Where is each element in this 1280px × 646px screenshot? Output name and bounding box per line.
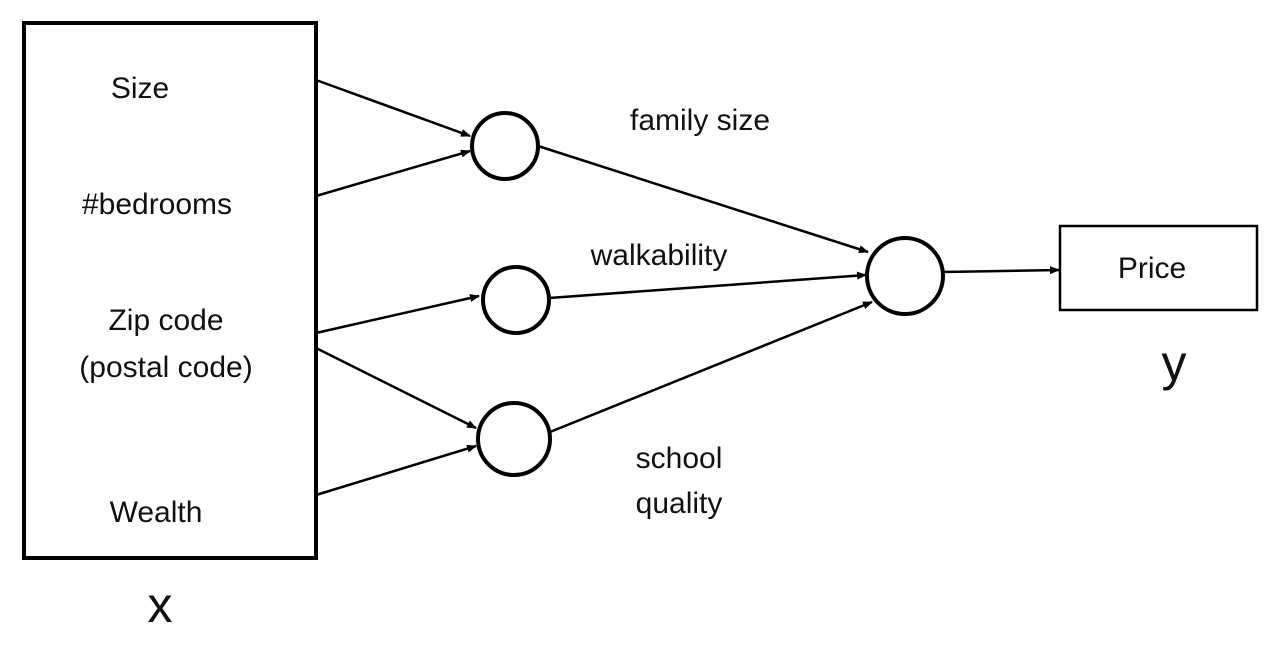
edge-zip-to-walkability [315,294,480,335]
hidden-label-family-size: family size [630,104,770,137]
edge-family-size-to-output [537,144,869,254]
hidden-node-family-size [470,111,540,181]
input-label-size: Size [111,72,169,105]
hidden-label-quality: quality [636,487,723,520]
y-variable-label: y [1162,335,1187,391]
edge-wealth-to-school-quality [315,444,477,497]
hidden-node-walkability [481,265,551,335]
input-label-zip-code: Zip code [108,304,223,337]
input-label-wealth: Wealth [110,496,203,529]
price-box [1058,224,1259,312]
edge-walkability-to-output [548,271,867,300]
price-label: Price [1118,252,1186,285]
x-variable-label: x [148,577,173,633]
edge-zip-to-school-quality [315,346,477,430]
hidden-label-walkability: walkability [590,239,728,272]
edge-size-to-family-size [315,78,471,138]
output-node [865,236,945,316]
edge-school-quality-to-output [549,300,873,434]
hidden-node-school-quality [476,401,552,477]
input-label-bedrooms: #bedrooms [82,188,232,221]
edge-bedrooms-to-family-size [315,149,471,198]
input-features-box [22,21,318,560]
edge-output-to-price [942,266,1060,275]
input-label-postal-code: (postal code) [79,351,252,384]
hidden-label-school: school [636,442,723,475]
